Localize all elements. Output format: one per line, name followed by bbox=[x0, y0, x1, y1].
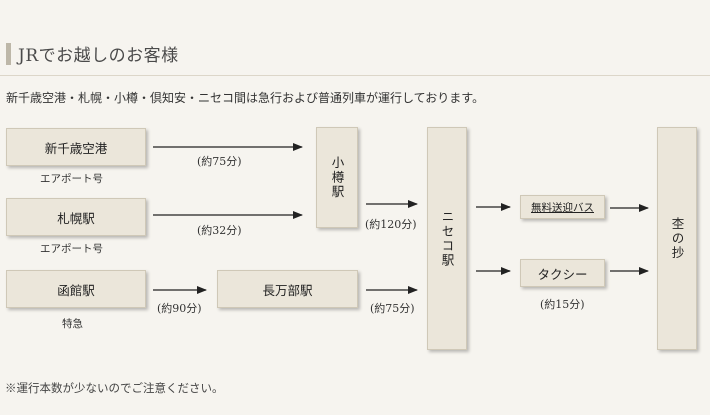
station-niseko: ニセコ駅 bbox=[427, 127, 467, 350]
station-shinchitose: 新千歳空港 bbox=[6, 128, 146, 166]
intro-text: 新千歳空港・札幌・小樽・倶知安・ニセコ間は急行および普通列車が運行しております。 bbox=[6, 91, 485, 105]
duration-oshamambe-niseko: (約75分) bbox=[370, 302, 415, 315]
shuttle-bus-box: 無料送迎バス bbox=[520, 195, 605, 219]
train-type-shinchitose: エアポート号 bbox=[40, 173, 103, 185]
title-divider bbox=[0, 75, 710, 76]
taxi-box: タクシー bbox=[520, 259, 605, 287]
section-title: JRでお越しのお客様 bbox=[18, 46, 179, 66]
destination-ryokan: 杢の抄 bbox=[657, 127, 697, 350]
duration-sapporo-otaru: (約32分) bbox=[197, 224, 242, 237]
station-sapporo: 札幌駅 bbox=[6, 198, 146, 236]
shuttle-bus-label: 無料送迎バス bbox=[531, 201, 594, 214]
station-otaru: 小樽駅 bbox=[316, 127, 358, 228]
train-type-sapporo: エアポート号 bbox=[40, 243, 103, 255]
footnote: ※運行本数が少ないのでご注意ください。 bbox=[5, 381, 224, 395]
station-hakodate: 函館駅 bbox=[6, 270, 146, 308]
title-accent-bar bbox=[6, 43, 11, 65]
duration-taxi: (約15分) bbox=[540, 298, 585, 311]
station-oshamambe: 長万部駅 bbox=[217, 270, 358, 308]
duration-otaru-niseko: (約120分) bbox=[365, 218, 417, 231]
duration-shinchitose-otaru: (約75分) bbox=[197, 155, 242, 168]
train-type-hakodate: 特急 bbox=[62, 318, 83, 330]
duration-hakodate-oshamambe: (約90分) bbox=[157, 302, 202, 315]
